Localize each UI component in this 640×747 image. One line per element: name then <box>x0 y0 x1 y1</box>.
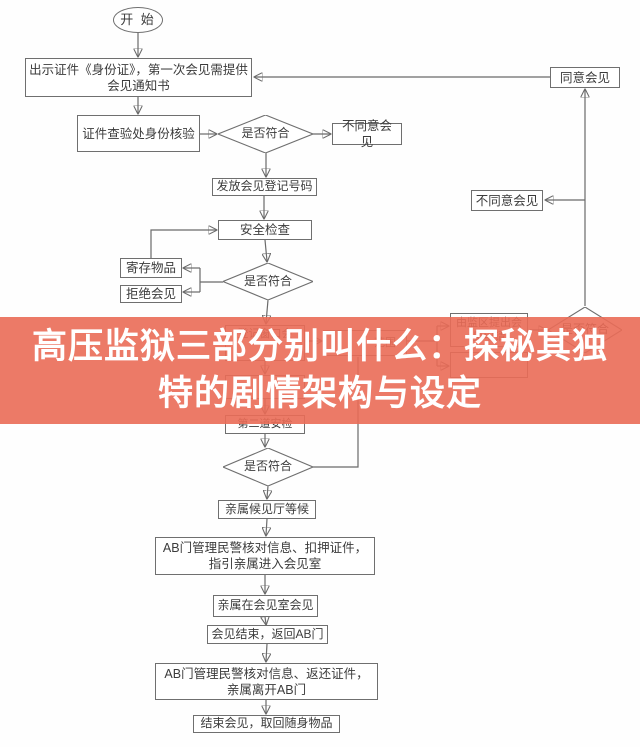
title-banner: 高压监狱三部分别叫什么：探秘其独 特的剧情架构与设定 <box>0 317 640 424</box>
node-ab-gate-exit: AB门管理民警核对信息、返还证件，亲属离开AB门 <box>155 663 378 700</box>
diamond-shape <box>223 448 313 486</box>
node-waiting-hall: 亲属候见厅等候 <box>218 500 316 519</box>
node-disagree1: 不同意会见 <box>332 119 402 149</box>
diamond-shape <box>223 263 313 300</box>
node-check1: 是否符合 <box>218 115 313 153</box>
node-ab-gate-enter: AB门管理民警核对信息、扣押证件，指引亲属进入会见室 <box>155 537 375 575</box>
node-store-items: 寄存物品 <box>120 258 182 278</box>
node-check2: 是否符合 <box>223 263 313 300</box>
node-show-id: 出示证件《身份证》，第一次会见需提供会见通知书 <box>25 58 252 97</box>
node-refuse-visit: 拒绝会见 <box>120 285 182 303</box>
diamond-shape <box>218 115 313 153</box>
banner-title-line2: 特的剧情架构与设定 <box>157 373 482 413</box>
node-issue-number: 发放会见登记号码 <box>212 178 317 196</box>
node-agree: 同意会见 <box>550 67 620 88</box>
node-verify-identity: 证件查验处身份核验 <box>77 115 200 152</box>
node-end-visit: 结束会见，取回随身物品 <box>193 715 340 733</box>
node-disagree2: 不同意会见 <box>471 190 543 211</box>
node-meeting-end: 会见结束，返回AB门 <box>207 625 328 644</box>
node-check4: 是否符合 <box>223 448 313 486</box>
node-meeting-room: 亲属在会见室会见 <box>213 595 318 617</box>
node-security-check: 安全检查 <box>218 220 312 240</box>
banner-title-line1: 高压监狱三部分别叫什么：探秘其独 <box>31 327 608 367</box>
node-start: 开 始 <box>113 7 163 33</box>
